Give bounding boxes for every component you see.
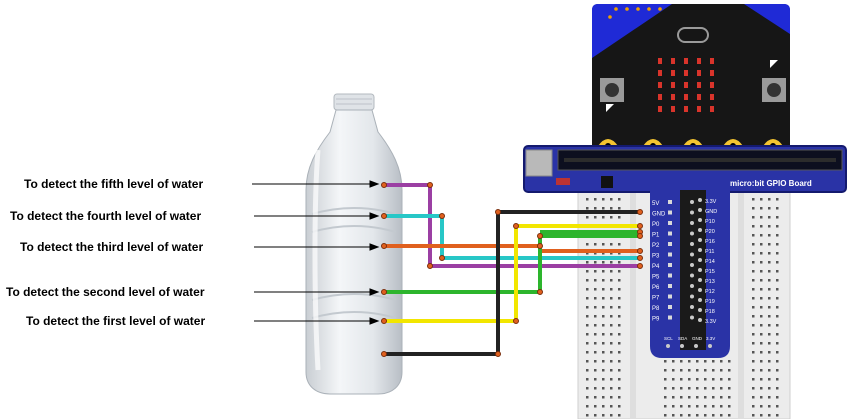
label-fifth-level: To detect the fifth level of water [24,177,204,191]
right-pin-label: P20 [705,229,715,235]
right-pin-label: P10 [705,219,715,225]
left-pin-label: P2 [652,243,660,249]
left-pin-label: P6 [652,285,660,291]
right-pin-label: P18 [705,309,715,315]
right-pin-label: P16 [705,239,715,245]
wires [384,183,640,356]
left-pin-label: P7 [652,296,660,302]
left-pin-label: P1 [652,233,660,239]
left-pin-label: 5V [652,201,659,207]
right-pin-label: P15 [705,269,715,275]
wire-endpoints [381,182,643,357]
left-pin-label: P3 [652,254,660,260]
right-pin-label: 3.3V [705,199,717,205]
right-pin-label: P19 [705,299,715,305]
left-pin-label: GND [652,212,666,218]
wire-ground [384,210,640,356]
right-pin-label: P11 [705,249,714,255]
right-pin-label: P14 [705,259,715,265]
label-arrows [252,180,380,325]
wire-second-level [384,234,640,294]
bottom-pin-label: SCL [664,336,673,341]
right-pin-label: P12 [705,289,715,295]
left-pin-label: P8 [652,306,660,312]
label-fourth-level: To detect the fourth level of water [10,209,202,223]
bottom-pin-label: SDA [678,336,687,341]
wire-first-level [384,224,640,323]
board-title: micro:bit GPIO Board [730,179,812,188]
water-bottle [305,93,403,395]
label-first-level: To detect the first level of water [26,314,206,328]
label-third-level: To detect the third level of water [20,240,204,254]
wire-fifth-level [384,183,640,268]
left-pin-label: P5 [652,275,660,281]
bottom-pin-label: GND [692,336,703,341]
left-pin-label: P4 [652,264,660,270]
right-pin-label: P13 [705,279,715,285]
gpio-board: micro:bit GPIO Board 5V GND P0P1P2P3P4P5P6… [523,145,847,358]
label-second-level: To detect the second level of water [6,285,205,299]
right-pin-label: GND [705,209,717,215]
bottom-pin-label: 3.3V [706,336,715,341]
microbit [592,4,790,154]
left-pin-label: P9 [652,317,660,323]
right-pin-label: 3.3V [705,319,717,325]
left-pin-label: P0 [652,222,660,228]
